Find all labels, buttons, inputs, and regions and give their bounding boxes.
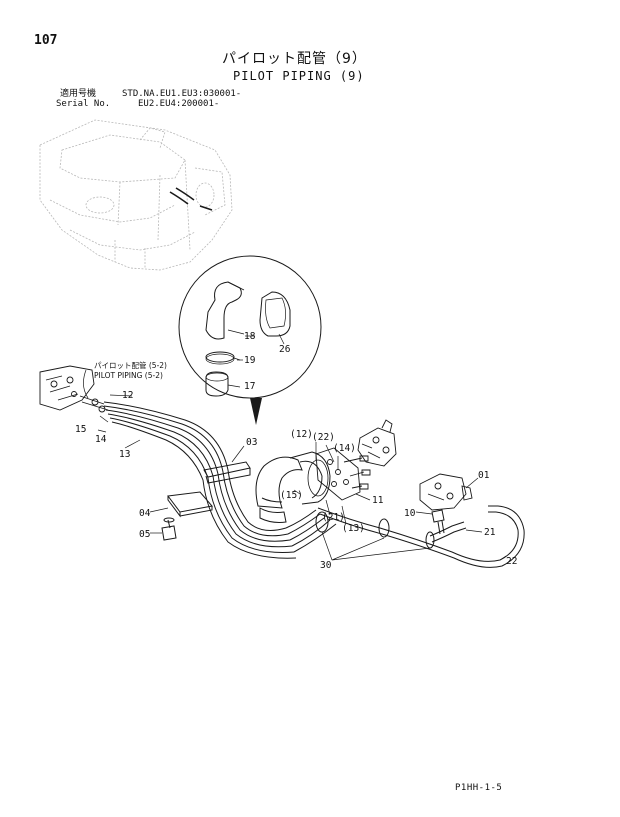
machine-overview-sketch (40, 120, 232, 270)
collar-part-17 (206, 372, 228, 396)
callout-19: 19 (244, 355, 256, 366)
callout-13: 13 (119, 449, 131, 460)
callout-30: 30 (320, 560, 332, 571)
applicability-label: 適用号機 (60, 89, 97, 99)
page-number: 107 (34, 33, 58, 48)
callout-03: 03 (246, 437, 258, 448)
callout-15: 15 (75, 424, 87, 435)
callout-10: 10 (404, 508, 416, 519)
pilot-pipe-bundle (104, 402, 524, 567)
bolt-part-05 (162, 518, 176, 540)
pilot-valve-upper (358, 420, 396, 466)
central-elbow-assembly (256, 452, 330, 523)
callout-17: 17 (244, 381, 256, 392)
callout-05: 05 (139, 529, 151, 540)
reference-note-english: PILOT PIPING (5-2) (94, 371, 163, 380)
fitting-part-10 (432, 510, 444, 534)
bracket-part-03 (204, 462, 250, 483)
page-title-japanese: パイロット配管（9） (222, 51, 367, 67)
leader-lines (83, 370, 506, 560)
callout-26: 26 (279, 344, 291, 355)
reference-note-japanese: パイロット配管 (5-2) (94, 361, 167, 370)
page-title-english: PILOT PIPING (9) (233, 69, 365, 83)
overview-highlight-pipes (170, 188, 212, 210)
figure-code: P1HH-1-5 (455, 783, 503, 793)
connector-block-part-11 (316, 448, 370, 500)
right-valve-body (420, 474, 472, 510)
callout-18: 18 (244, 331, 256, 342)
elbow-part-18 (206, 282, 241, 339)
callout-14: 14 (95, 434, 107, 445)
applicability-value: STD.NA.EU1.EU3:030001- (122, 89, 242, 99)
callout-01: 01 (478, 470, 490, 481)
callout-paren-15: (15) (280, 490, 303, 501)
ring-part-19 (206, 352, 234, 362)
callout-04: 04 (139, 508, 151, 519)
callout-paren-12: (12) (290, 429, 313, 440)
grommet-part-26 (260, 292, 290, 336)
callout-paren-14: (14) (333, 443, 356, 454)
detail-callout-bubble (179, 256, 321, 425)
plate-part-04 (168, 492, 212, 516)
callout-paren-21: (21) (322, 512, 345, 523)
serial-label: Serial No. (56, 99, 111, 109)
callout-11: 11 (372, 495, 384, 506)
callout-22: 22 (506, 556, 518, 567)
serial-value: EU2.EU4:200001- (138, 99, 220, 109)
callout-paren-22: (22) (312, 432, 335, 443)
callout-21: 21 (484, 527, 496, 538)
callout-12: 12 (122, 390, 134, 401)
callout-paren-13: (13) (342, 523, 365, 534)
left-valve-block (40, 366, 108, 412)
